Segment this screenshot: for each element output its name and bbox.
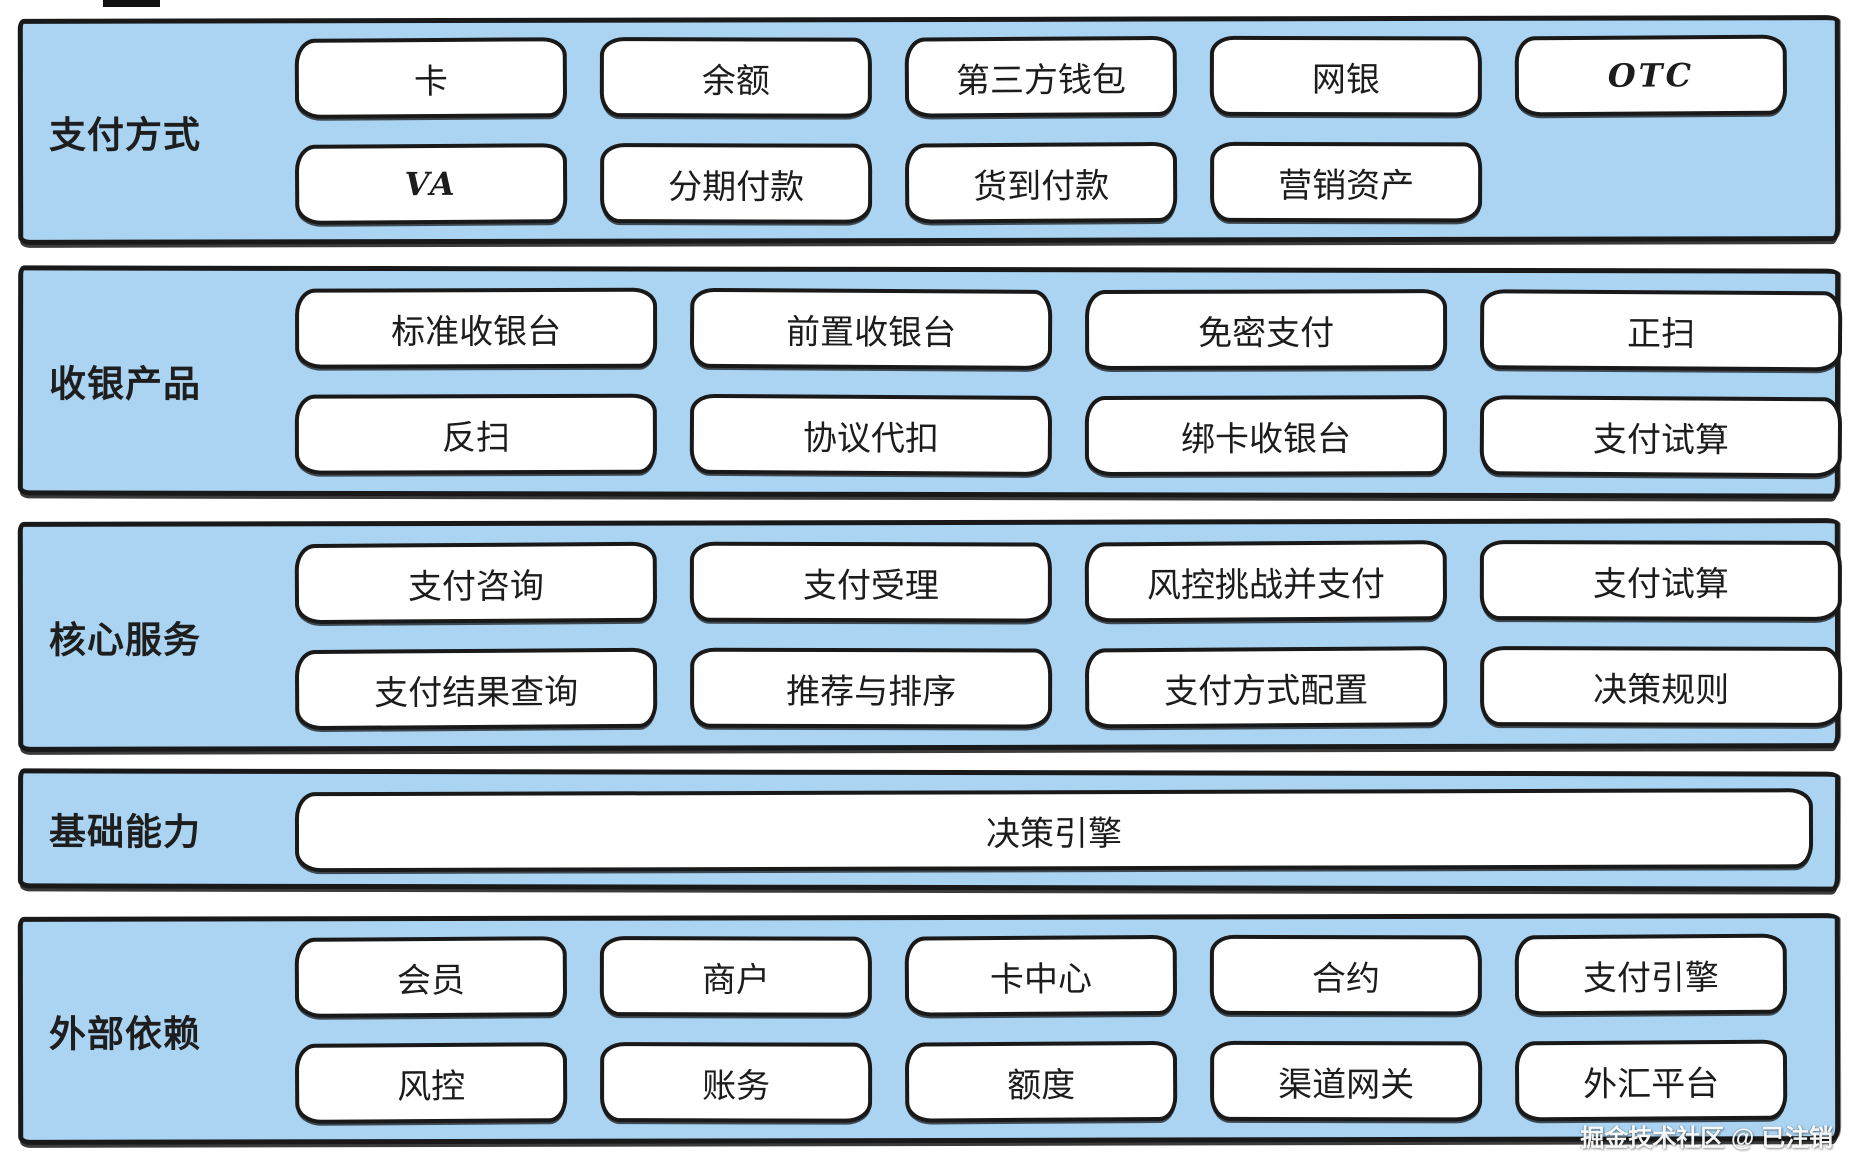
diagram-node: 分期付款: [600, 143, 873, 224]
layer-row: 支付咨询支付受理风控挑战并支付支付试算: [294, 540, 1842, 625]
diagram-node: 推荐与排序: [690, 647, 1053, 729]
diagram-node: 支付方式配置: [1084, 646, 1448, 729]
layer-label: 基础能力: [48, 811, 202, 853]
diagram-node: 合约: [1209, 934, 1482, 1016]
diagram-layer: 基础能力 决策引擎: [17, 768, 1841, 892]
diagram-layer: 支付方式 卡余额第三方钱包网银 OTC VA 分期付款货到付款营销资产: [17, 15, 1841, 245]
layer-content: 支付咨询支付受理风控挑战并支付支付试算支付结果查询推荐与排序支付方式配置决策规则: [294, 523, 1858, 746]
layer-label: 核心服务: [48, 619, 202, 661]
diagram-node: 账务: [600, 1042, 873, 1123]
layer-row: 支付结果查询推荐与排序支付方式配置决策规则: [294, 646, 1843, 731]
diagram-node: 渠道网关: [1210, 1040, 1483, 1122]
layer-label: 支付方式: [48, 114, 202, 156]
diagram-layer: 收银产品标准收银台前置收银台免密支付正扫反扫协议代扣绑卡收银台支付试算: [17, 265, 1843, 499]
diagram-node: OTC: [1514, 34, 1788, 117]
diagram-node: 额度: [904, 1040, 1178, 1123]
layer-content: 卡余额第三方钱包网银 OTC VA 分期付款货到付款营销资产: [294, 20, 1835, 239]
diagram-node: 余额: [599, 37, 872, 118]
diagram-node: 正扫: [1479, 289, 1843, 372]
diagram-layer: 核心服务支付咨询支付受理风控挑战并支付支付试算支付结果查询推荐与排序支付方式配置…: [17, 518, 1843, 752]
layer-row: VA 分期付款货到付款营销资产: [294, 141, 1819, 225]
diagram-node: 决策引擎: [294, 788, 1814, 873]
diagram-node: 商户: [599, 936, 872, 1017]
layer-content: 决策引擎: [294, 774, 1835, 887]
layer-row: 会员商户卡中心合约支付引擎: [294, 933, 1819, 1018]
layer-content: 标准收银台前置收银台免密支付正扫反扫协议代扣绑卡收银台支付试算: [294, 271, 1858, 494]
layer-label: 收银产品: [48, 363, 202, 405]
diagram-node: 支付试算: [1479, 540, 1842, 621]
diagram-node: 第三方钱包: [904, 35, 1178, 118]
diagram-node: 支付结果查询: [294, 647, 658, 731]
diagram-node: 支付咨询: [294, 541, 658, 625]
diagram-node: 前置收银台: [689, 287, 1053, 371]
diagram-node: 网银: [1209, 35, 1482, 117]
diagram-node: 支付试算: [1479, 395, 1843, 478]
diagram-node: 外汇平台: [1514, 1039, 1788, 1122]
layer-label: 外部依赖: [48, 1013, 202, 1055]
watermark: 掘金技术社区 @ 已注销: [1580, 1125, 1833, 1152]
layer-row: 卡余额第三方钱包网银 OTC: [294, 34, 1819, 119]
diagram-node: 支付受理: [689, 541, 1052, 623]
diagram-node: 标准收银台: [294, 287, 658, 369]
layer-row: 决策引擎: [294, 788, 1819, 873]
diagram-node: 免密支付: [1084, 289, 1448, 371]
diagram-node: 绑卡收银台: [1084, 395, 1448, 477]
diagram-node: 决策规则: [1480, 646, 1843, 727]
diagram-node: 支付引擎: [1514, 933, 1788, 1016]
diagram-node: 营销资产: [1210, 141, 1483, 223]
diagram-node: 反扫: [294, 393, 658, 475]
layer-content: 会员商户卡中心合约支付引擎风控账务额度渠道网关外汇平台: [294, 918, 1835, 1139]
diagram-node: 卡: [294, 37, 568, 119]
layer-row: 标准收银台前置收银台免密支付正扫: [294, 287, 1843, 372]
layer-row: 反扫协议代扣绑卡收银台支付试算: [294, 393, 1843, 478]
diagram-node: VA: [294, 143, 568, 225]
diagram-node: 卡中心: [904, 934, 1178, 1017]
stray-ink-mark: [103, 0, 160, 7]
diagram-node: 风控挑战并支付: [1084, 540, 1448, 623]
diagram-node: 会员: [294, 936, 568, 1018]
diagram-layer: 外部依赖会员商户卡中心合约支付引擎风控账务额度渠道网关外汇平台: [17, 913, 1841, 1145]
diagram-node: 风控: [294, 1042, 568, 1124]
diagram-node: 货到付款: [904, 141, 1178, 224]
diagram-node: 协议代扣: [689, 393, 1053, 477]
layer-row: 风控账务额度渠道网关外汇平台: [294, 1039, 1819, 1124]
